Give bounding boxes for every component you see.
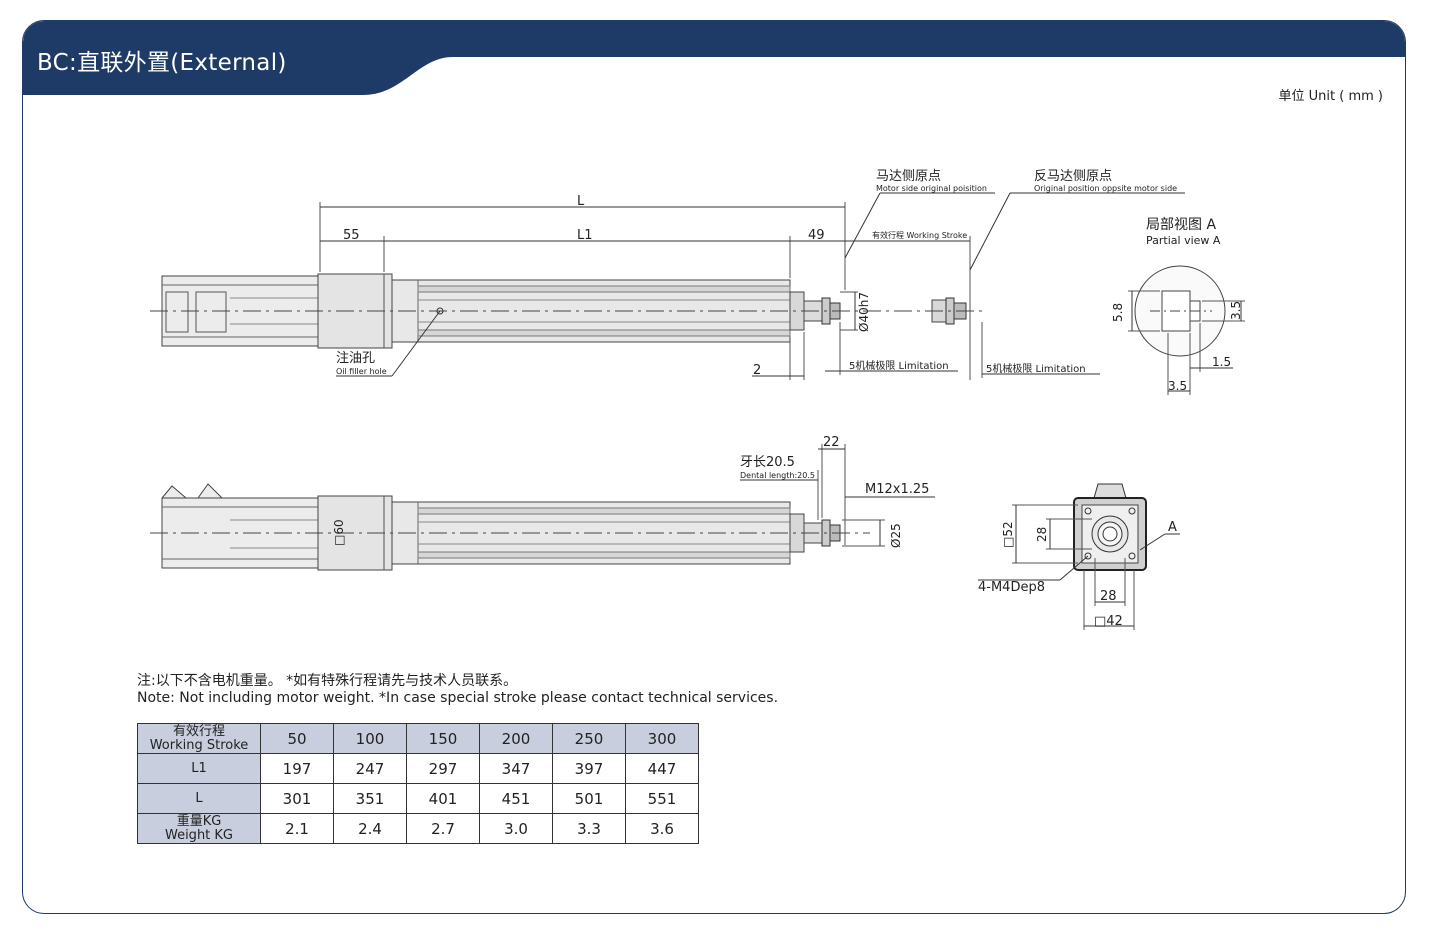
limitation-right: 5机械极限 Limitation — [986, 362, 1086, 375]
note-english: Note: Not including motor weight. *In ca… — [137, 690, 779, 706]
dim-3-5-bottom: 3.5 — [1168, 379, 1187, 393]
table-cell: 501 — [552, 783, 626, 814]
row-header: L — [137, 783, 261, 814]
table-cell: 250 — [552, 723, 626, 754]
table-cell: 551 — [625, 783, 699, 814]
table-cell: 300 — [625, 723, 699, 754]
partial-view-title-cn: 局部视图 A — [1146, 217, 1216, 233]
motor-origin-en: Motor side original poisition — [876, 184, 987, 193]
partial-view-a: 局部视图 A Partial view A 5.8 3.5 1.5 3.5 — [1111, 217, 1245, 395]
dim-55: 55 — [343, 228, 360, 243]
row-header: L1 — [137, 753, 261, 784]
table-cell: 2.1 — [260, 813, 334, 844]
oil-hole-cn: 注油孔 — [336, 351, 375, 366]
table-cell: 401 — [406, 783, 480, 814]
dim-3-5-right: 3.5 — [1229, 301, 1243, 320]
dim-diameter-25: Ø25 — [889, 523, 903, 548]
table-cell: 247 — [333, 753, 407, 784]
table-row: L1 197 247 297 347 397 447 — [137, 753, 699, 784]
table-cell: 351 — [333, 783, 407, 814]
end-view: □52 28 28 □42 A 4-M4Dep8 — [978, 483, 1180, 630]
table-cell: 3.0 — [479, 813, 553, 844]
limitation-left: 5机械极限 Limitation — [849, 359, 949, 372]
opposite-origin-cn: 反马达侧原点 — [1034, 169, 1112, 184]
dim-28-horizontal: 28 — [1100, 589, 1117, 604]
dental-length-cn: 牙长20.5 — [740, 455, 795, 470]
dim-square-42: □42 — [1094, 614, 1123, 629]
working-stroke-label: 有效行程 Working Stroke — [872, 230, 967, 240]
dim-49: 49 — [808, 228, 825, 243]
top-view: L 55 L1 49 有效行程 Working Stroke 马达侧原点 Mot… — [150, 169, 1185, 380]
partial-view-title-en: Partial view A — [1146, 234, 1221, 247]
dim-1-5: 1.5 — [1212, 355, 1231, 369]
dim-L: L — [577, 194, 585, 209]
table-cell: 347 — [479, 753, 553, 784]
table-cell: 297 — [406, 753, 480, 784]
table-cell: 451 — [479, 783, 553, 814]
dental-length-en: Dental length:20.5 — [740, 471, 815, 480]
table-cell: 197 — [260, 753, 334, 784]
dim-5-8: 5.8 — [1111, 303, 1125, 322]
dim-L1: L1 — [577, 228, 593, 243]
table-cell: 100 — [333, 723, 407, 754]
table-row: L 301 351 401 451 501 551 — [137, 783, 699, 814]
table-cell: 150 — [406, 723, 480, 754]
table-cell: 200 — [479, 723, 553, 754]
motor-origin-cn: 马达侧原点 — [876, 169, 941, 184]
table-cell: 2.4 — [333, 813, 407, 844]
table-cell: 3.6 — [625, 813, 699, 844]
dim-square-60: □60 — [332, 519, 346, 546]
table-cell: 397 — [552, 753, 626, 784]
dim-28-vertical: 28 — [1035, 527, 1049, 542]
table-cell: 50 — [260, 723, 334, 754]
table-cell: 2.7 — [406, 813, 480, 844]
dim-2: 2 — [753, 363, 761, 378]
page-frame: BC:直联外置(External) 单位 Unit ( mm ) — [22, 20, 1406, 914]
mount-holes-spec: 4-M4Dep8 — [978, 580, 1045, 595]
oil-hole-en: Oil filler hole — [336, 367, 387, 376]
dim-22: 22 — [823, 435, 840, 450]
opposite-origin-en: Original position oppsite motor side — [1034, 184, 1177, 193]
table-cell: 3.3 — [552, 813, 626, 844]
side-view: 22 牙长20.5 Dental length:20.5 M12x1.25 □6… — [150, 435, 935, 571]
page-title: BC:直联外置(External) — [37, 50, 287, 76]
note-chinese: 注:以下不含电机重量。 *如有特殊行程请先与技术人员联系。 — [137, 673, 518, 689]
table-cell: 301 — [260, 783, 334, 814]
title-banner: BC:直联外置(External) — [23, 21, 1405, 95]
table-cell: 447 — [625, 753, 699, 784]
dim-square-52: □52 — [1001, 521, 1015, 548]
unit-label: 单位 Unit ( mm ) — [1278, 89, 1383, 104]
thread-spec: M12x1.25 — [865, 482, 929, 497]
view-label-a: A — [1168, 520, 1177, 535]
dim-diameter-40: Ø40h7 — [857, 292, 871, 332]
